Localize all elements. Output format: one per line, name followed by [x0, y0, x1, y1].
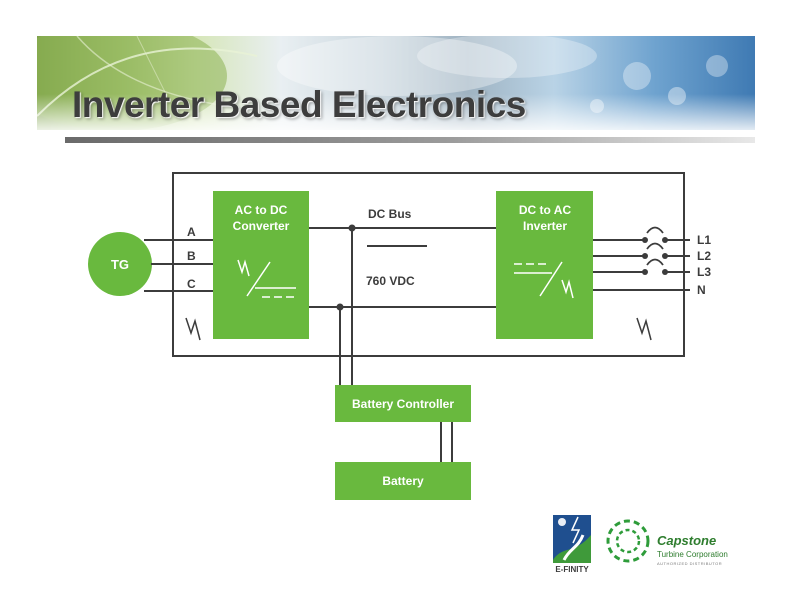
inverter-label-line1: DC to AC	[519, 203, 572, 217]
efinity-logo	[553, 515, 591, 563]
battery-controller-label: Battery Controller	[352, 397, 454, 411]
header-banner	[37, 36, 755, 130]
output-breaker-symbol	[642, 226, 668, 277]
ac-dc-converter-box	[213, 191, 309, 339]
phase-a-label: A	[187, 225, 196, 239]
capstone-tagline: AUTHORIZED DISTRIBUTOR	[657, 561, 722, 566]
battery-label: Battery	[382, 474, 424, 488]
tg-label: TG	[111, 257, 129, 272]
ac-dc-symbol	[237, 259, 296, 298]
phase-c-label: C	[187, 277, 196, 291]
converter-label-line1: AC to DC	[235, 203, 288, 217]
output-n-label: N	[697, 283, 706, 297]
battery-controller-box	[335, 385, 471, 422]
dc-ac-inverter-box	[496, 191, 593, 339]
capstone-name: Capstone	[657, 533, 716, 548]
phase-b-label: B	[187, 249, 196, 263]
capstone-logo-mark	[606, 519, 650, 563]
output-l2-label: L2	[697, 249, 711, 263]
ac-symbol-left	[185, 317, 201, 341]
efinity-label: E-FINITY	[555, 565, 589, 574]
title-underline	[65, 137, 755, 143]
capstone-subtitle: Turbine Corporation	[657, 550, 728, 559]
dc-bus-label: DC Bus	[368, 207, 412, 221]
output-l3-label: L3	[697, 265, 711, 279]
ac-symbol-right	[636, 317, 652, 341]
converter-label-line2: Converter	[233, 219, 290, 233]
dc-ac-symbol	[514, 261, 574, 299]
slide-title: Inverter Based Electronics	[72, 84, 526, 125]
output-l1-label: L1	[697, 233, 711, 247]
inverter-label-line2: Inverter	[523, 219, 567, 233]
tg-generator	[88, 232, 152, 296]
voltage-label: 760 VDC	[366, 274, 415, 288]
battery-box	[335, 462, 471, 500]
